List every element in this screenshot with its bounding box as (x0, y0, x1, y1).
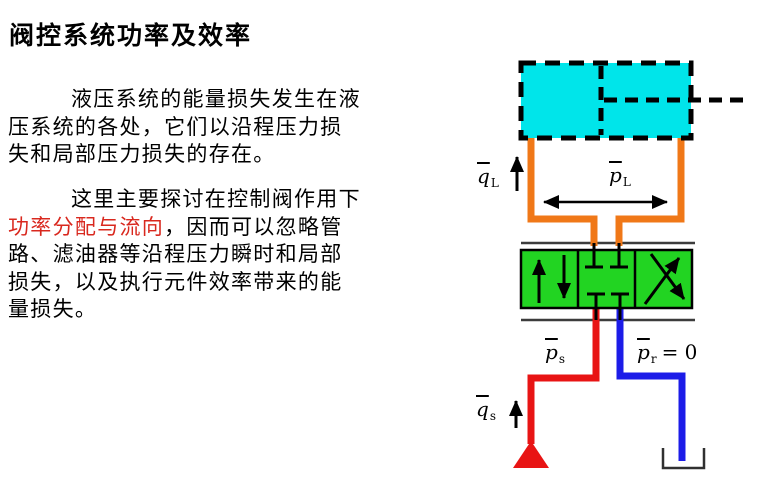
paragraph-line: 功率分配与流向，因而可以忽略管 (8, 214, 361, 242)
label-subscript: r (650, 352, 657, 366)
label-supply-flow: qs (476, 399, 496, 422)
valve-cross-arrow-up-icon (643, 257, 681, 305)
paragraph-line: 路、滤油器等沿程压力瞬时和局部 (8, 243, 343, 266)
label-base: p (545, 340, 558, 364)
paragraph-power-distribution: 这里主要探讨在控制阀作用下 功率分配与流向，因而可以忽略管 路、滤油器等沿程压力… (8, 186, 361, 324)
paragraph-line: 液压系统的能量损失发生在液 (71, 88, 361, 111)
pipe-load-right (615, 134, 685, 246)
label-subscript: L (490, 176, 499, 190)
page-title: 阀控系统功率及效率 (9, 22, 253, 50)
pipe-load-left (527, 134, 598, 246)
label-base: p (637, 340, 650, 364)
label-base: p (609, 163, 622, 187)
valve-center-blocked-ports (585, 243, 629, 320)
label-return-pressure: pr = 0 (637, 342, 697, 365)
paragraph-line: 压系统的各处，它们以沿程压力损 (8, 115, 343, 139)
label-load-flow: qL (477, 166, 499, 189)
pipe-supply (527, 309, 600, 444)
label-subscript: s (489, 409, 496, 423)
label-base: q (476, 397, 489, 421)
highlighted-phrase: 功率分配与流向 (8, 215, 165, 239)
label-subscript: s (558, 352, 565, 366)
label-supply-pressure: ps (545, 342, 565, 365)
paragraph-line: 这里主要探讨在控制阀作用下 (71, 188, 361, 211)
paragraph-line-rest: ，因而可以忽略管 (164, 215, 343, 239)
paragraph-line: 损失，以及执行元件效率带来的能 (8, 270, 343, 294)
paragraph-line: 量损失。 (8, 298, 98, 321)
paragraph-energy-loss: 液压系统的能量损失发生在液 压系统的各处，它们以沿程压力损 失和局部压力损失的存… (8, 86, 361, 169)
label-subscript: L (622, 175, 631, 189)
label-suffix: = 0 (661, 340, 698, 364)
valve-body (519, 248, 694, 310)
valve-cross-arrow-down-icon (649, 253, 686, 300)
tank-symbol-icon (661, 448, 706, 470)
label-base: q (477, 164, 490, 188)
paragraph-line: 失和局部压力损失的存在。 (8, 143, 276, 166)
pipe-return (616, 309, 686, 461)
label-load-pressure: pL (609, 165, 631, 188)
pump-symbol-icon (513, 441, 549, 468)
